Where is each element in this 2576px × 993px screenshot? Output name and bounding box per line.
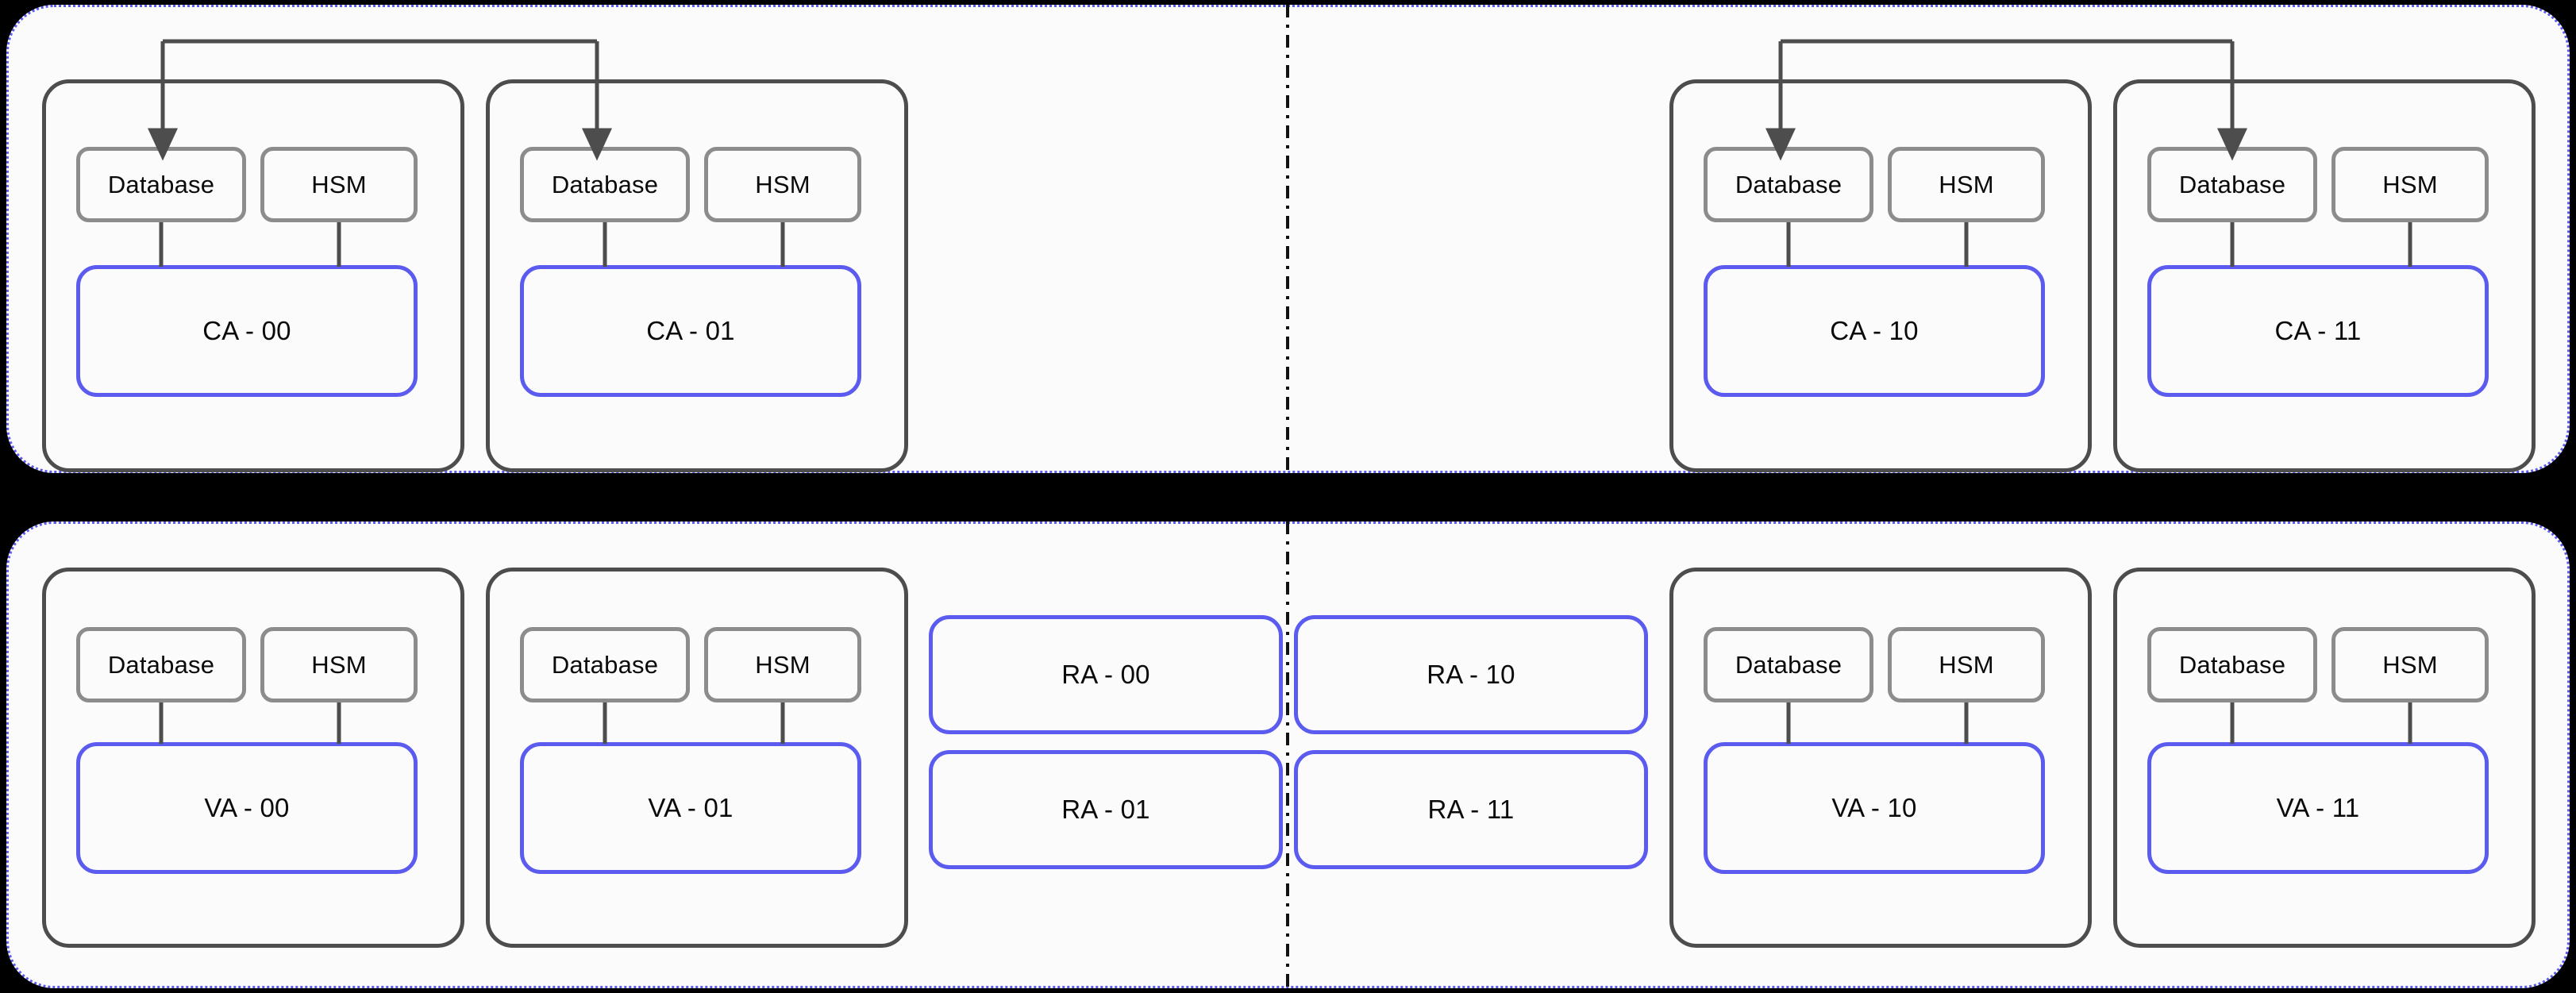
ca-group-11-database-box-label: Database	[2178, 170, 2286, 198]
ca-group-00[interactable]	[42, 79, 464, 472]
ca-group-11-service-node-box-label: CA - 11	[2274, 316, 2362, 345]
va-group-10-service-node-box-label: VA - 10	[1831, 793, 1917, 822]
va-group-00-service-node-box[interactable]: VA - 00	[76, 742, 418, 874]
va-group-00-database-box[interactable]: Database	[76, 627, 246, 702]
ca-group-01-database-box-label: Database	[551, 170, 659, 198]
va-group-01-hsm-box[interactable]: HSM	[704, 627, 861, 702]
va-group-00-hsm-box-label: HSM	[311, 650, 367, 679]
va-group-11-service-node-box[interactable]: VA - 11	[2147, 742, 2489, 874]
ca-group-01-hsm-box[interactable]: HSM	[704, 147, 861, 222]
ra-11-label: RA - 11	[1427, 795, 1515, 824]
ca-group-01-service-node-box[interactable]: CA - 01	[520, 265, 861, 397]
ca-group-10-hsm-box[interactable]: HSM	[1888, 147, 2045, 222]
ca-group-11-service-node-box[interactable]: CA - 11	[2147, 265, 2489, 397]
ca-group-01-service-node-box-label: CA - 01	[646, 316, 735, 345]
ca-group-00-service-node-box[interactable]: CA - 00	[76, 265, 418, 397]
va-group-10-hsm-box-label: HSM	[1939, 650, 1994, 679]
va-group-11[interactable]	[2113, 568, 2536, 948]
ca-group-11-hsm-box[interactable]: HSM	[2331, 147, 2489, 222]
ca-group-10-hsm-box-label: HSM	[1939, 170, 1994, 198]
va-group-01-service-node-box[interactable]: VA - 01	[520, 742, 861, 874]
ca-group-00-hsm-box-label: HSM	[311, 170, 367, 198]
ca-group-01-hsm-box-label: HSM	[755, 170, 811, 198]
ca-group-11[interactable]	[2113, 79, 2536, 472]
va-group-01-database-box[interactable]: Database	[520, 627, 690, 702]
ra-00-box[interactable]: RA - 00	[929, 615, 1283, 734]
ca-group-00-service-node-box-label: CA - 00	[202, 316, 291, 345]
va-group-11-service-node-box-label: VA - 11	[2276, 793, 2360, 822]
va-group-00-service-node-box-label: VA - 00	[204, 793, 290, 822]
va-group-10-database-box[interactable]: Database	[1704, 627, 1873, 702]
va-group-00-database-box-label: Database	[107, 650, 215, 679]
node-stems	[159, 222, 2412, 744]
va-group-01[interactable]	[486, 568, 908, 948]
ra-10-box[interactable]: RA - 10	[1294, 615, 1648, 734]
va-group-10-hsm-box[interactable]: HSM	[1888, 627, 2045, 702]
va-group-01-hsm-box-label: HSM	[755, 650, 811, 679]
va-group-11-hsm-box-label: HSM	[2382, 650, 2438, 679]
va-group-11-database-box[interactable]: Database	[2147, 627, 2317, 702]
va-group-11-hsm-box[interactable]: HSM	[2331, 627, 2489, 702]
ca-group-00-database-box-label: Database	[107, 170, 215, 198]
va-group-11-database-box-label: Database	[2178, 650, 2286, 679]
ca-group-10-service-node-box[interactable]: CA - 10	[1704, 265, 2045, 397]
ca-group-01[interactable]	[486, 79, 908, 472]
ra-00-label: RA - 00	[1061, 660, 1150, 689]
va-group-10-database-box-label: Database	[1735, 650, 1842, 679]
ca-group-10-service-node-box-label: CA - 10	[1830, 316, 1919, 345]
va-group-10[interactable]	[1669, 568, 2092, 948]
ra-11-box[interactable]: RA - 11	[1294, 750, 1648, 869]
ca-group-00-hsm-box[interactable]: HSM	[260, 147, 418, 222]
ca-group-10[interactable]	[1669, 79, 2092, 472]
va-group-10-service-node-box[interactable]: VA - 10	[1704, 742, 2045, 874]
ra-01-box[interactable]: RA - 01	[929, 750, 1283, 869]
ca-group-11-hsm-box-label: HSM	[2382, 170, 2438, 198]
replication-arrows	[147, 39, 2247, 161]
va-group-00-hsm-box[interactable]: HSM	[260, 627, 418, 702]
va-group-00[interactable]	[42, 568, 464, 948]
ra-01-label: RA - 01	[1061, 795, 1150, 824]
va-group-01-database-box-label: Database	[551, 650, 659, 679]
va-group-01-service-node-box-label: VA - 01	[648, 793, 734, 822]
ca-group-10-database-box-label: Database	[1735, 170, 1842, 198]
ra-10-label: RA - 10	[1427, 660, 1515, 689]
